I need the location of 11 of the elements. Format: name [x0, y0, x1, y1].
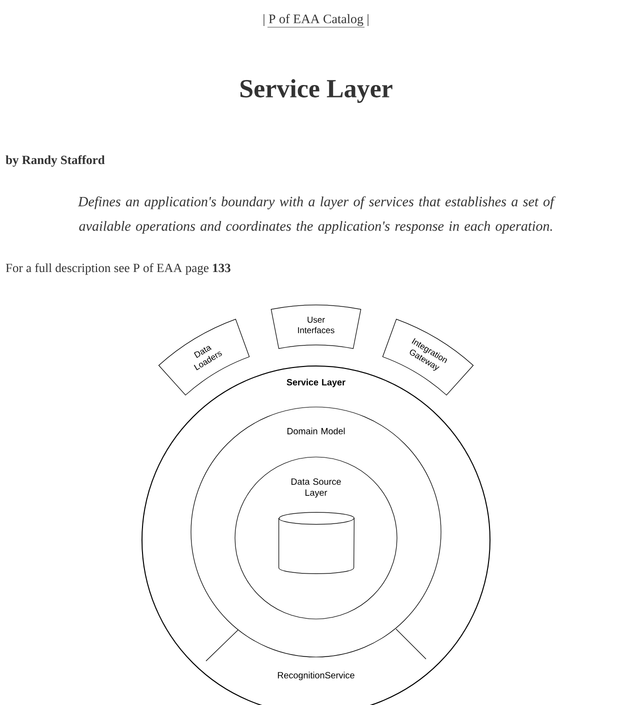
- pattern-summary: Defines an application's boundary with a layer of services that establishes a set of available operations and coordinates the application's response in each operation.: [78, 196, 556, 234]
- reference-line: For a full description see P of EAA page 133: [6, 263, 230, 275]
- database-cylinder: [278, 512, 354, 574]
- layer-label: Service Layer: [286, 378, 346, 388]
- layer-label: Data Source Layer: [291, 478, 341, 498]
- layer-label: Domain Model: [287, 428, 345, 434]
- page-title: Service Layer: [240, 79, 392, 103]
- author-line: by Randy Stafford: [6, 155, 105, 167]
- interface-tab: User Interfaces: [270, 304, 362, 349]
- nav-link: | P of EAA Catalog |: [264, 14, 368, 28]
- ring-segment: RecognitionService: [206, 628, 426, 680]
